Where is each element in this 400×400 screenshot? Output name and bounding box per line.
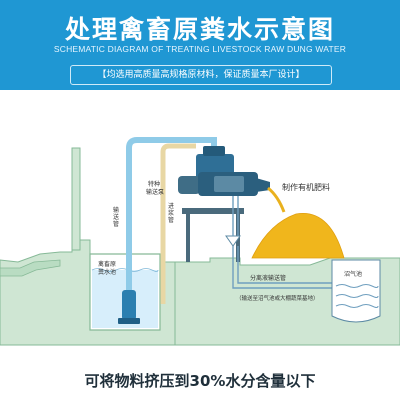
feed-pipe [160,143,196,304]
label-pump: 特种 输送泵 [146,180,164,196]
label-pipe-left-2: 送 [113,213,119,221]
label-pipe-left-3: 管 [113,220,119,228]
header-banner: 处理禽畜原粪水示意图 SCHEMATIC DIAGRAM OF TREATING… [0,0,400,90]
page-title: 处理禽畜原粪水示意图 [64,15,335,44]
footer-text: 可将物料挤压到30%水分含量以下 [84,372,316,390]
separator-motor [178,176,200,194]
label-pipe-right-1: 进 [168,202,174,210]
biogas-tank [331,259,381,323]
solid-stream [267,186,286,213]
page-subtitle: SCHEMATIC DIAGRAM OF TREATING LIVESTOCK … [53,44,347,54]
label-pump-line1: 特种 [148,180,160,188]
label-sep-pipe: 分离液输送管 [250,274,286,282]
label-fertilizer: 制作有机肥料 [282,182,330,192]
machine-leg-left [186,214,190,262]
slogan-box: 【均选用高质量高规格原材料，保证质量本厂设计】 [70,65,332,85]
label-pipe-right-3: 管 [168,216,174,224]
label-sep-note: （输送至沼气池或大棚蔬菜基地） [236,294,319,302]
separator-screen [214,176,244,192]
fertilizer-pile [251,212,345,259]
separated-liquid-pipe-inner [237,196,333,284]
pump-base [118,318,140,324]
delivery-pipe [126,137,217,290]
label-pump-line2: 输送泵 [146,188,164,196]
separator-outlet [256,178,270,192]
schematic-diagram: 制作有机肥料 特种 输送泵 输 送 管 进 浆 管 禽畜原 粪水池 沼气池 分离… [0,137,400,346]
separated-liquid-pipe [232,196,333,289]
label-pipe-right-2: 浆 [168,209,174,217]
submersible-pump [122,290,136,320]
label-pipe-left: 输 送 管 [113,206,119,228]
label-pipe-right: 进 浆 管 [168,202,174,224]
wall-pillar [71,147,81,251]
label-pool: 禽畜原 粪水池 [98,260,116,276]
footer-caption: 可将物料挤压到30%水分含量以下 [0,360,400,400]
label-pool-line1: 禽畜原 [98,260,116,268]
label-biogas: 沼气池 [344,270,362,278]
biogas-liquid [335,284,379,308]
machine-stand [182,208,244,214]
inlet-channel [0,259,61,277]
special-pump-head [203,146,225,156]
label-pipe-left-1: 输 [113,206,119,214]
label-pool-line2: 粪水池 [98,268,116,276]
